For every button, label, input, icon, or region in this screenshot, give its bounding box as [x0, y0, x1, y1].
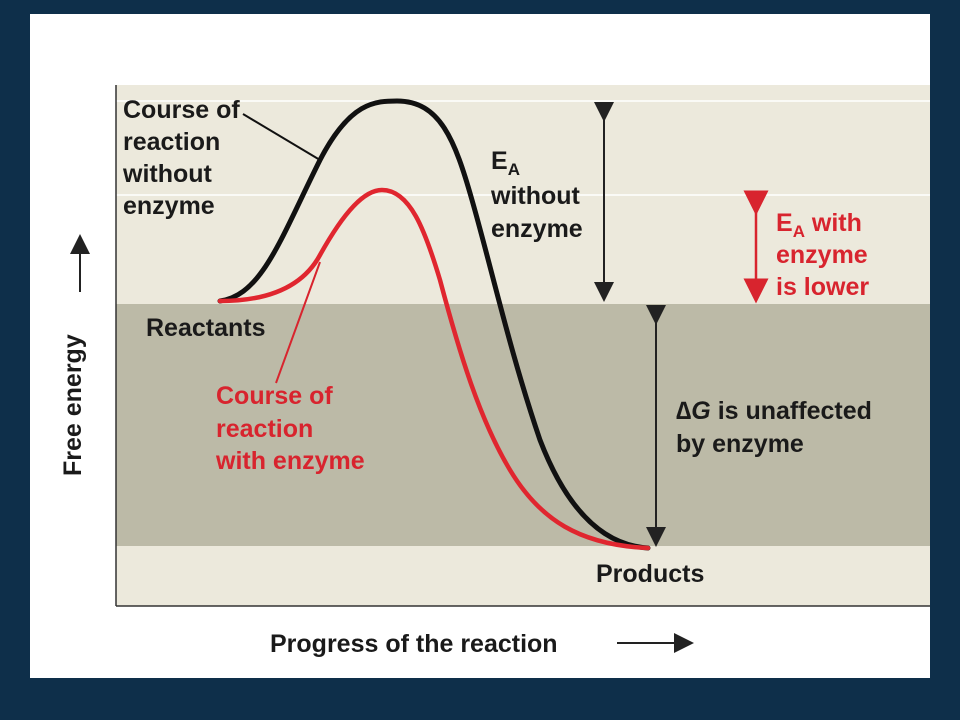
- pointer-with: [275, 261, 321, 384]
- label-ea-without: EA without enzyme: [490, 147, 587, 243]
- curve-without-enzyme: [217, 98, 651, 551]
- label-course-with: Course of reaction with enzyme: [215, 382, 365, 475]
- y-axis-title: Free energy: [59, 334, 87, 476]
- label-delta-g: ∆G is unaffected by enzyme: [676, 397, 879, 458]
- energy-diagram: Course of reaction without enzyme EA wit…: [59, 85, 930, 658]
- middle-band: [116, 304, 930, 546]
- lower-band: [116, 546, 930, 606]
- curve-with-enzyme: [217, 187, 651, 551]
- label-course-without: Course of reaction without enzyme: [122, 96, 247, 220]
- slide: Course of reaction without enzyme EA wit…: [30, 14, 930, 678]
- pointer-without: [242, 113, 321, 161]
- label-products: Products: [596, 560, 704, 588]
- x-axis-title: Progress of the reaction: [270, 630, 558, 658]
- label-reactants: Reactants: [146, 314, 266, 342]
- label-ea-with: EA with enzyme is lower: [776, 209, 875, 301]
